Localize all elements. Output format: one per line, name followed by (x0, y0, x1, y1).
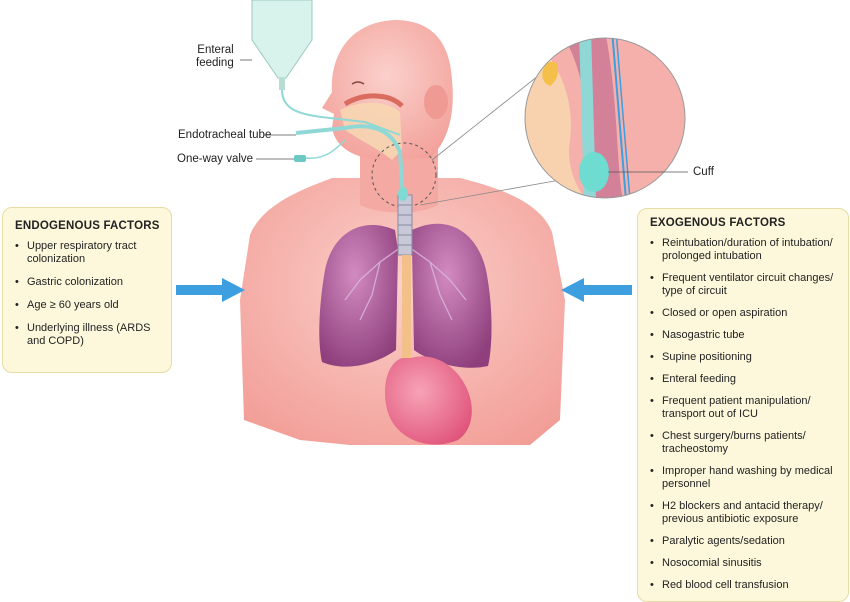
list-item: Nasogastric tube (650, 329, 842, 342)
enteral-feeding-bag (251, 0, 313, 79)
pharynx (340, 102, 402, 160)
endotracheal-tube (295, 124, 405, 201)
exogenous-title: EXOGENOUS FACTORS (650, 217, 786, 229)
label-one-way-valve: One-way valve (177, 153, 254, 165)
esophagus (402, 255, 411, 360)
endogenous-factors-box: ENDOGENOUS FACTORS Upper respiratory tra… (2, 207, 172, 373)
list-item: Underlying illness (ARDS and COPD) (15, 322, 161, 348)
bronchial-tree (344, 244, 467, 321)
list-item: Frequent patient manipulation/ transport… (650, 395, 842, 421)
cuff-icon (579, 152, 609, 192)
list-item: Closed or open aspiration (650, 307, 842, 320)
left-arrow (176, 278, 245, 302)
exogenous-list: Reintubation/duration of intubation/ pro… (650, 237, 842, 592)
list-item: Frequent ventilator circuit changes/ typ… (650, 272, 842, 298)
endogenous-list: Upper respiratory tract colonization Gas… (15, 240, 161, 348)
nasal-cavity (343, 93, 404, 108)
label-endotracheal-tube: Endotracheal tube (178, 129, 272, 141)
list-item: Chest surgery/burns patients/ tracheosto… (650, 430, 842, 456)
list-item: Paralytic agents/sedation (650, 535, 842, 548)
endogenous-title: ENDOGENOUS FACTORS (15, 220, 160, 232)
list-item: Supine positioning (650, 351, 842, 364)
eye (351, 81, 365, 85)
right-lung (319, 224, 398, 367)
neck-cuff (398, 187, 408, 201)
feeding-line (281, 89, 401, 136)
list-item: Nosocomial sinusitis (650, 557, 842, 570)
list-item: H2 blockers and antacid therapy/ previou… (650, 500, 842, 526)
right-arrow (561, 278, 632, 302)
list-item: Improper hand washing by medical personn… (650, 465, 842, 491)
list-item: Age ≥ 60 years old (15, 299, 161, 312)
label-enteral-feeding: Enteral feeding (196, 44, 234, 69)
exogenous-factors-box: EXOGENOUS FACTORS Reintubation/duration … (637, 208, 849, 602)
list-item: Red blood cell transfusion (650, 579, 842, 592)
left-lung (412, 223, 492, 368)
label-cuff: Cuff (693, 166, 714, 178)
list-item: Enteral feeding (650, 373, 842, 386)
one-way-valve-icon (294, 155, 306, 162)
list-item: Reintubation/duration of intubation/ pro… (650, 237, 842, 263)
list-item: Upper respiratory tract colonization (15, 240, 161, 266)
ear (424, 85, 448, 119)
stomach (384, 356, 472, 445)
valve-line (304, 139, 346, 159)
list-item: Gastric colonization (15, 276, 161, 289)
